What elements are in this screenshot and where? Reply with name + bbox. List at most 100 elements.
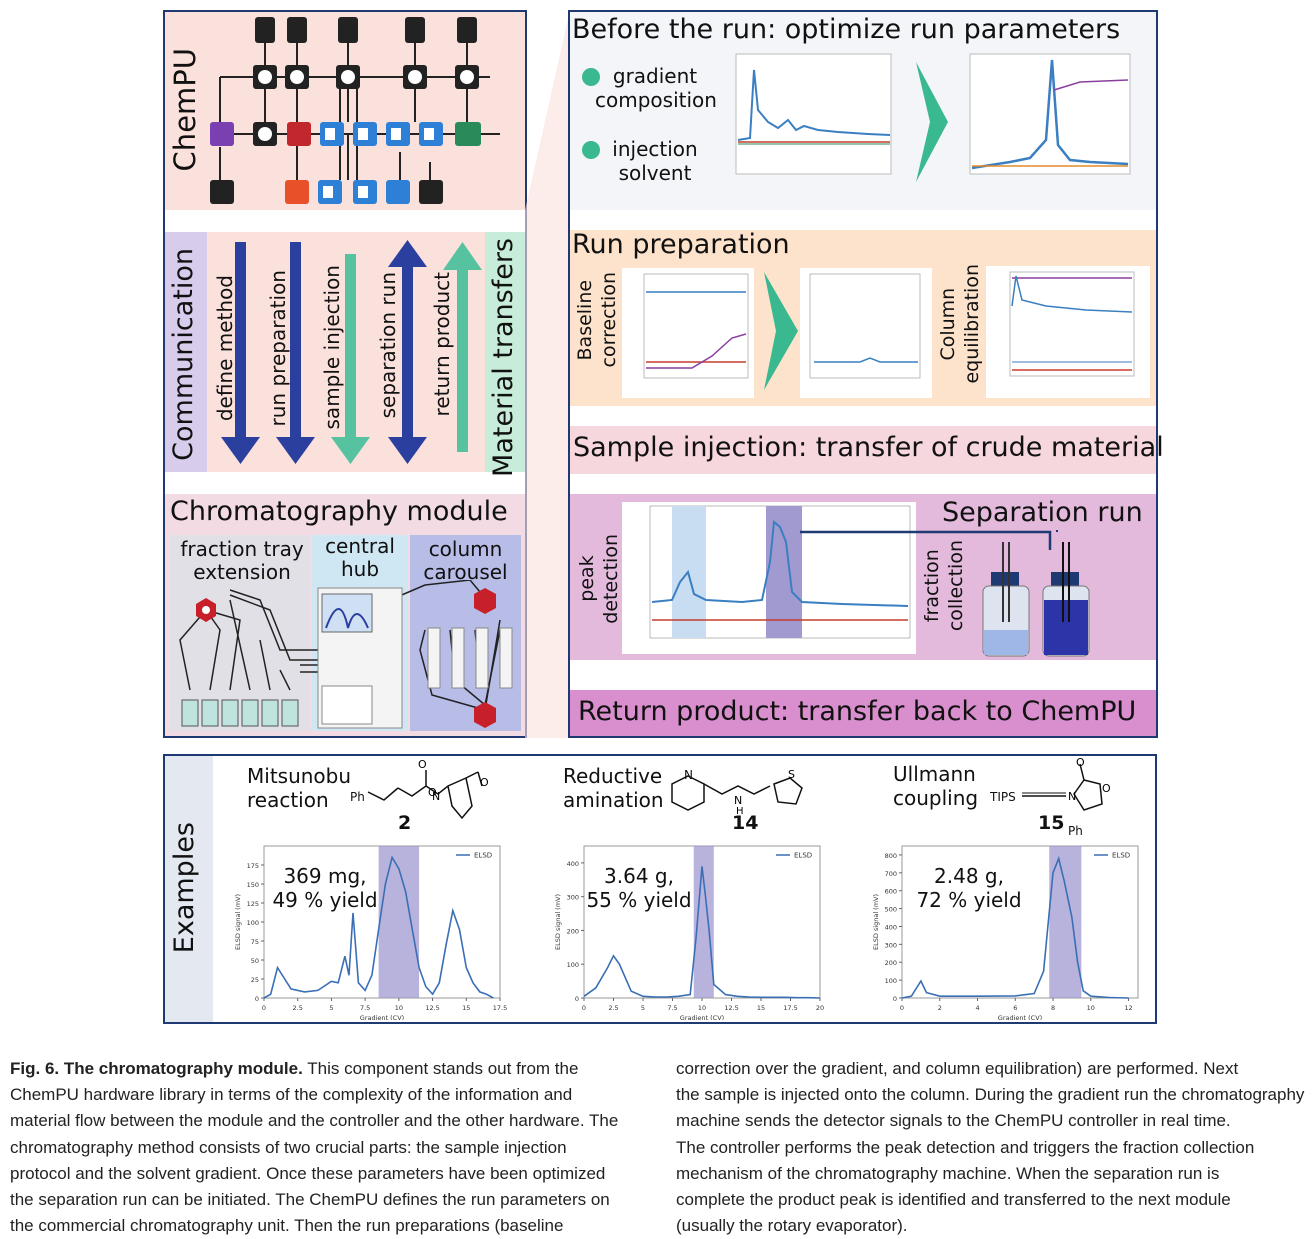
bullet-gradient-composition: gradient composition [595,64,717,112]
x-tick-label: 15 [462,1004,470,1012]
chromatography-module-diagram [179,580,513,729]
x-tick-label: 17.5 [783,1004,797,1012]
series-line-elsd [263,855,494,999]
x-tick-label: 12.5 [425,1004,439,1012]
y-tick-label: 0 [893,995,897,1003]
example-1-reaction: Mitsunobu reaction [247,764,352,812]
communication-arrows [221,240,482,464]
y-tick-label: 100 [567,961,579,969]
caption-col1-line-0: This component stands out from the [302,1059,579,1078]
x-tick-label: 10 [1087,1004,1095,1012]
step-sample-injection: sample injection [320,265,344,430]
caption-col2-line-1: the sample is injected onto the column. … [676,1085,1305,1105]
module-title: Chromatography module [170,496,508,527]
caption-col2-line-5: complete the product peak is identified … [676,1190,1231,1210]
return-product-title: Return product: transfer back to ChemPU [578,696,1137,727]
x-tick-label: 2 [938,1004,942,1012]
x-tick-label: 0 [900,1004,904,1012]
example-1-chem-label: Ph [350,790,365,804]
svg-text:O: O [480,776,489,789]
fraction-collection-label: fraction collection [921,540,967,632]
legend-label: ELSD [1112,852,1130,860]
y-tick-label: 400 [567,860,579,868]
y-axis-label: ELSD signal (mV) [872,894,880,950]
material-transfers-title: Material transfers [488,238,519,477]
column-carousel-label: column carousel [423,537,508,584]
x-tick-label: 12.5 [724,1004,738,1012]
example-1-yield: 369 mg, 49 % yield [272,864,378,912]
step-return-product: return product [430,272,454,417]
caption-col2-line-6: (usually the rotary evaporator). [676,1216,908,1236]
example-3-molecule: NOO [1022,756,1111,811]
caption-col1-line-3: chromatography method consists of two cr… [10,1137,567,1157]
fraction-tray-area [170,535,310,731]
x-tick-label: 17.5 [493,1004,507,1012]
svg-text:N: N [432,790,440,803]
example-3-chem-label-2: Ph [1068,824,1083,838]
y-tick-label: 700 [885,870,897,878]
example-2-compound: 14 [732,812,759,834]
y-tick-label: 100 [247,919,259,927]
svg-text:O: O [1102,782,1111,795]
example-3-reaction: Ullmann coupling [893,762,979,810]
sample-injection-background [570,426,1156,474]
y-tick-label: 200 [567,927,579,935]
example-1-molecule: OON O [367,758,489,820]
communication-title: Communication [168,248,199,461]
return-product-background [570,690,1156,736]
chempu-background [165,12,525,210]
bullet-dot-1 [582,68,600,86]
x-tick-label: 10 [698,1004,706,1012]
step-separation-run: separation run [376,272,400,419]
example-2-yield: 3.64 g, 55 % yield [586,864,692,912]
chempu-network-diagram [210,17,500,204]
examples-panel [163,754,1157,1024]
central-hub-label: central hub [325,534,395,581]
zoom-connector [525,10,570,738]
y-tick-label: 0 [575,995,579,1003]
example-3-chem-label: TIPS [990,790,1016,804]
separation-chart [622,502,916,654]
y-tick-label: 75 [251,938,259,946]
caption-col1-line-4: protocol and the solvent gradient. Once … [10,1163,606,1183]
communication-background [165,232,207,472]
before-run-arrow [916,62,948,182]
y-tick-label: 100 [885,977,897,985]
x-tick-label: 5 [329,1004,333,1012]
example-2-reaction: Reductive amination [563,764,664,812]
y-tick-label: 25 [251,976,259,984]
before-run-chart-left [735,53,892,175]
x-tick-label: 4 [975,1004,979,1012]
plot-area [901,845,1139,999]
baseline-chart-after [800,268,932,398]
svg-text:H: H [736,806,744,817]
series-line-elsd [901,855,1129,999]
caption-col1-line-6: the commercial chromatography unit. Then… [10,1216,564,1236]
y-axis-label: ELSD signal (mV) [554,894,562,950]
fraction-tray-label: fraction tray extension [180,537,304,584]
svg-text:N: N [734,794,742,807]
caption-column-1: Fig. 6. The chromatography module. This … [10,1056,660,1239]
x-tick-label: 10 [395,1004,403,1012]
x-tick-label: 2.5 [608,1004,618,1012]
run-prep-title: Run preparation [572,229,790,260]
x-axis-label: Gradient (CV) [998,1014,1042,1020]
caption-col1-line-2: material flow between the module and the… [10,1111,619,1131]
separation-title: Separation run [942,497,1143,528]
example-3-compound: 15 [1038,812,1065,834]
examples-title: Examples [169,822,200,954]
y-tick-label: 175 [247,862,259,870]
example-3-yield: 2.48 g, 72 % yield [916,864,1022,912]
baseline-correction-label: Baseline correction [574,272,620,368]
x-tick-label: 0 [582,1004,586,1012]
y-tick-label: 300 [567,894,579,902]
column-equilibration-chart [986,266,1150,398]
example-2-chem-label: N [684,768,693,782]
x-tick-label: 7.5 [360,1004,370,1012]
separation-connector [800,530,1052,550]
series-line-elsd [583,866,821,999]
y-tick-label: 125 [247,900,259,908]
